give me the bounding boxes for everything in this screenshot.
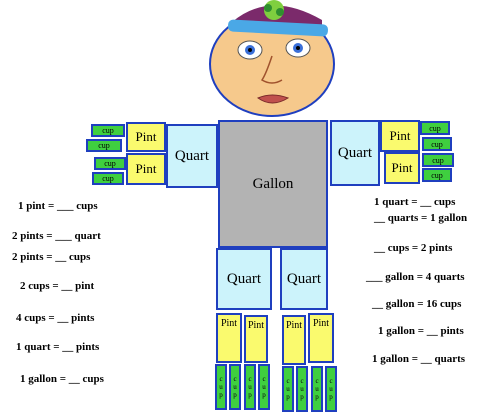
right-equation: 1 gallon = __ quarts bbox=[372, 353, 466, 365]
right-equation: 1 quart = __ cups bbox=[374, 196, 456, 208]
pint-leg-3: Pint bbox=[282, 315, 306, 365]
left-equation: 1 pint = ___ cups bbox=[18, 200, 98, 212]
cup-right-2: cup bbox=[422, 137, 452, 151]
quart-left-leg: Quart bbox=[216, 248, 272, 310]
cup-left-3: cup bbox=[94, 157, 126, 170]
right-equation: __ quarts = 1 gallon bbox=[374, 212, 468, 224]
right-equation: __ cups = 2 pints bbox=[374, 242, 453, 254]
cup-right-3: cup bbox=[422, 153, 454, 167]
quart-left-arm: Quart bbox=[166, 124, 218, 188]
hat-band bbox=[228, 19, 328, 37]
right-equation: ___ gallon = 4 quarts bbox=[366, 271, 465, 283]
left-equation: 4 cups = __ pints bbox=[16, 312, 95, 324]
pint-right-lower: Pint bbox=[384, 152, 420, 184]
pint-leg-2: Pint bbox=[244, 315, 268, 363]
pint-left-lower: Pint bbox=[126, 153, 166, 185]
pint-leg-4: Pint bbox=[308, 313, 334, 363]
quart-right-leg: Quart bbox=[280, 248, 328, 310]
pint-leg-1: Pint bbox=[216, 313, 242, 363]
left-equation: 2 pints = __ cups bbox=[12, 251, 91, 263]
pompom-icon bbox=[264, 0, 284, 20]
cup-left-2: cup bbox=[86, 139, 122, 152]
right-equation: 1 gallon = __ pints bbox=[378, 325, 464, 337]
cup-right-1: cup bbox=[420, 121, 450, 135]
left-equation: 2 pints = ___ quart bbox=[12, 230, 101, 242]
nose bbox=[260, 55, 283, 84]
right-equation: __ gallon = 16 cups bbox=[372, 298, 462, 310]
pint-right-upper: Pint bbox=[380, 120, 420, 152]
left-equation: 1 gallon = __ cups bbox=[20, 373, 104, 385]
left-equation: 1 quart = __ pints bbox=[16, 341, 100, 353]
pint-left-upper: Pint bbox=[126, 122, 166, 152]
quart-right-arm: Quart bbox=[330, 120, 380, 186]
gallon-torso: Gallon bbox=[218, 120, 328, 248]
cup-left-1: cup bbox=[91, 124, 125, 137]
mouth bbox=[256, 94, 290, 104]
left-equation: 2 cups = __ pint bbox=[20, 280, 95, 292]
cup-right-4: cup bbox=[422, 168, 452, 182]
cup-left-4: cup bbox=[92, 172, 124, 185]
